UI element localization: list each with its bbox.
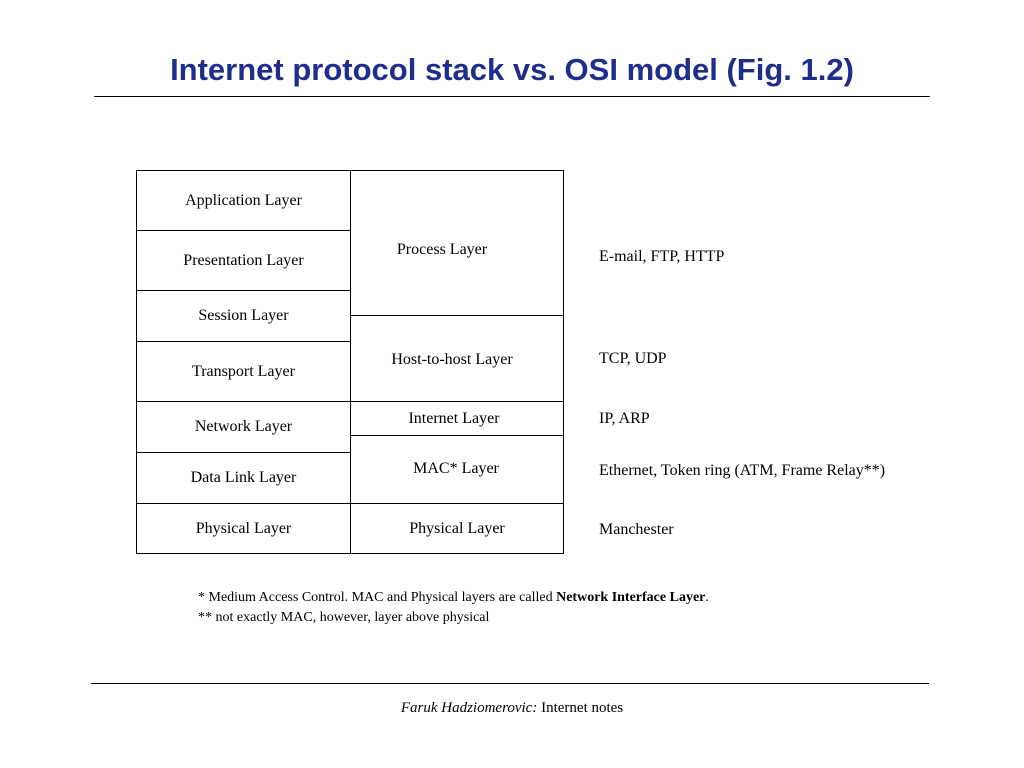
inet-mac-layer: MAC* Layer <box>350 435 564 504</box>
footnotes: * Medium Access Control. MAC and Physica… <box>198 588 709 628</box>
protocols-network: IP, ARP <box>599 410 650 427</box>
footnote-mac: * Medium Access Control. MAC and Physica… <box>198 590 709 605</box>
footer-author: Faruk Hadziomerovic: <box>400 700 538 716</box>
osi-transport-layer: Transport Layer <box>136 341 351 402</box>
inet-physical-layer: Physical Layer <box>350 503 564 554</box>
inet-internet-layer: Internet Layer <box>350 401 564 436</box>
footer-divider <box>91 683 929 684</box>
footnote-frame-relay: ** not exactly MAC, however, layer above… <box>198 610 490 625</box>
osi-physical-layer: Physical Layer <box>136 503 351 554</box>
osi-presentation-layer: Presentation Layer <box>136 230 351 291</box>
title-divider <box>94 96 930 97</box>
protocols-application: E-mail, FTP, HTTP <box>599 248 725 265</box>
protocols-transport: TCP, UDP <box>599 350 667 367</box>
osi-application-layer: Application Layer <box>136 170 351 231</box>
osi-session-layer: Session Layer <box>136 290 351 342</box>
inet-process-layer-label: Process Layer <box>396 241 488 258</box>
network-interface-layer-term: Network Interface Layer <box>556 590 706 605</box>
osi-network-layer: Network Layer <box>136 401 351 453</box>
protocols-physical: Manchester <box>599 521 674 538</box>
slide-title: Internet protocol stack vs. OSI model (F… <box>170 52 854 87</box>
osi-data-link-layer: Data Link Layer <box>136 452 351 504</box>
inet-process-layer: Process Layer <box>350 170 564 316</box>
footer: Faruk Hadziomerovic: Internet notes <box>0 700 1024 717</box>
footer-text: Internet notes <box>537 700 624 716</box>
protocols-data-link: Ethernet, Token ring (ATM, Frame Relay**… <box>599 462 886 479</box>
